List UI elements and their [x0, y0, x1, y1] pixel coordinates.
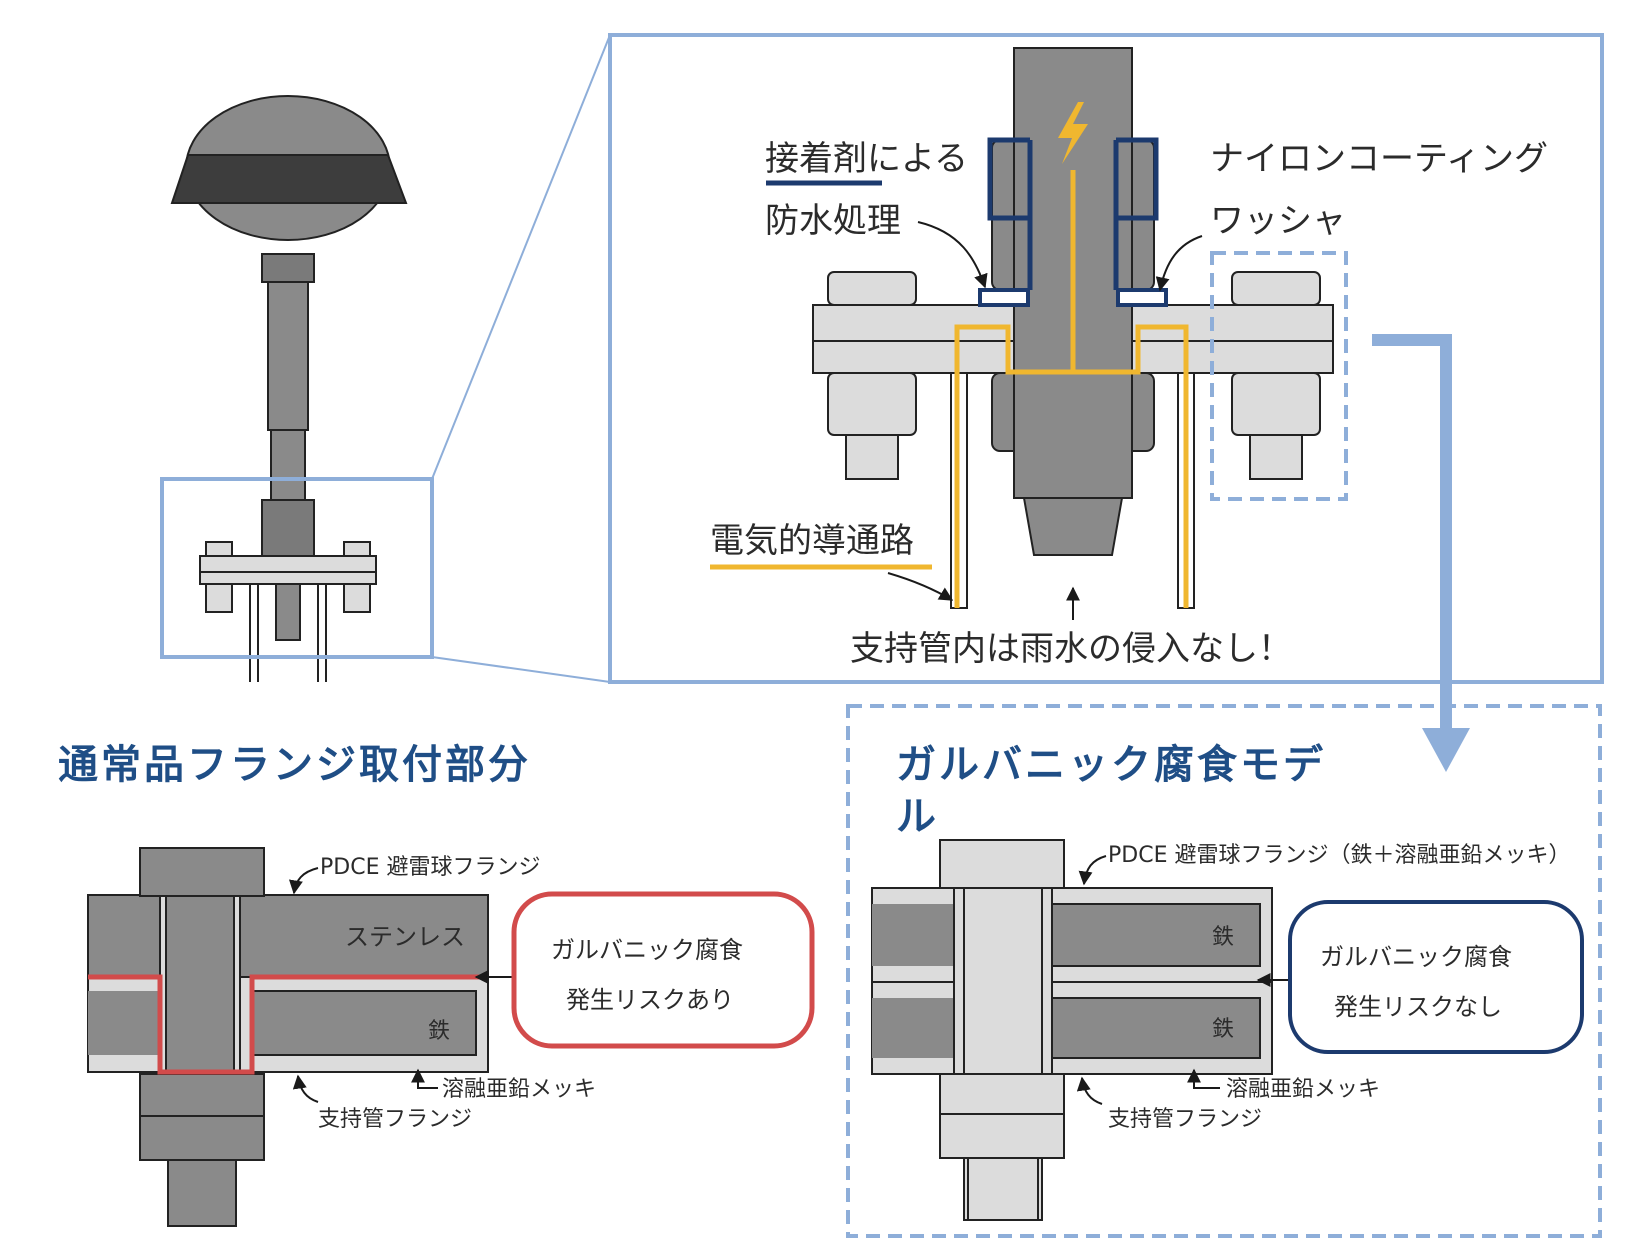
- nylon-label-line1: ナイロンコーティング: [1210, 139, 1548, 179]
- mini-flange-top: [199, 555, 377, 573]
- connector-arrow-head: [1422, 728, 1470, 772]
- galv-nut-bottom: [939, 1113, 1065, 1159]
- iron-core-left: [88, 991, 160, 1055]
- right-panel-title-line1: ガルバニック腐食モデ: [896, 742, 1326, 788]
- adhesive-leader-arrow: [917, 221, 988, 289]
- right-iron-top-label: 鉄: [1212, 925, 1234, 950]
- mini-nut-left: [205, 583, 233, 613]
- galv-nut-top: [939, 1073, 1065, 1115]
- mini-nut-right: [343, 583, 371, 613]
- left-support-flange-label: 支持管フランジ: [318, 1107, 472, 1132]
- nylon-label-line2: ワッシャ: [1210, 201, 1346, 241]
- right-support-flange-label: 支持管フランジ: [1108, 1107, 1262, 1132]
- right-bolt-head: [1231, 271, 1321, 306]
- lightning-rod-overview: [160, 34, 611, 683]
- iron-core-right: [251, 990, 477, 1056]
- right-galv-leader: [1187, 1068, 1220, 1089]
- galvanic-model-frame: [846, 704, 1602, 1238]
- left-bolt-end: [845, 434, 899, 480]
- rod-top-nut: [261, 253, 315, 283]
- adhesive-seal-right: [1116, 137, 1159, 221]
- left-iron-label: 鉄: [428, 1019, 450, 1044]
- sphere-band: [170, 154, 408, 204]
- left-panel-title: 通常品フランジ取付部分: [58, 742, 531, 788]
- mini-bolt-left: [205, 541, 233, 557]
- nylon-leader-arrow: [1155, 235, 1203, 292]
- right-bubble-line2: 発生リスクなし: [1334, 993, 1502, 1021]
- washer-highlight-frame: [1210, 251, 1348, 501]
- bolt-head: [139, 847, 265, 897]
- bolt-nut-bottom: [139, 1115, 265, 1161]
- zoom-source-frame: [160, 477, 434, 659]
- left-panel: 通常品フランジ取付部分 PDCE 避雷球フランジ ステンレス 鉄 ガルバニック腐…: [58, 742, 815, 1227]
- support-iron-left: [872, 998, 954, 1058]
- rod-mast: [267, 259, 309, 431]
- left-galv-label: 溶融亜鉛メッキ: [442, 1077, 596, 1102]
- zoom-line-bottom: [431, 656, 611, 683]
- detail-view: 接着剤による 防水処理 ナイロンコーティング ワッシャ 電気的導通路 支持管内は…: [608, 33, 1604, 684]
- connector-arrow-line: [1372, 334, 1452, 760]
- bolt-nut-top: [139, 1073, 265, 1117]
- mini-flange-bottom: [199, 571, 377, 585]
- left-nut: [827, 372, 917, 436]
- right-panel: ガルバニック腐食モデ ル PDCE 避雷球フランジ（鉄＋溶融亜鉛メッキ） 鉄 鉄…: [846, 704, 1602, 1238]
- galvanic-risk-boundary: [88, 974, 488, 1075]
- adhesive-seal-left: [987, 137, 1030, 221]
- right-pdce-leader: [1078, 855, 1107, 886]
- galvanic-safe-bubble: [1288, 900, 1584, 1054]
- right-panel-title-line2: ル: [896, 794, 939, 840]
- rod-lower-mast: [270, 429, 306, 501]
- right-support-leader: [1076, 1076, 1103, 1105]
- left-bubble-line2: 発生リスクあり: [566, 986, 734, 1014]
- right-iron-bottom-label: 鉄: [1212, 1017, 1234, 1042]
- left-pdce-leader: [289, 867, 319, 895]
- left-bubble-line1: ガルバニック腐食: [551, 936, 743, 964]
- adhesive-label-line2: 防水処理: [765, 201, 901, 241]
- left-galv-leader: [411, 1068, 438, 1089]
- left-bolt-head: [827, 271, 917, 306]
- no-rain-label: 支持管内は雨水の侵入なし！: [850, 629, 1292, 669]
- nylon-washer-right: [1116, 288, 1168, 307]
- right-nut: [1231, 372, 1321, 436]
- right-pdce-flange-label: PDCE 避雷球フランジ（鉄＋溶融亜鉛メッキ）: [1108, 843, 1570, 868]
- nylon-washer-left: [978, 288, 1030, 307]
- right-bubble-line1: ガルバニック腐食: [1320, 943, 1512, 971]
- conduction-leader-arrow: [887, 572, 954, 601]
- lightning-bolt-icon: [1058, 102, 1088, 164]
- right-galv-label: 溶融亜鉛メッキ: [1226, 1077, 1380, 1102]
- galv-bolt-head: [939, 839, 1065, 889]
- stainless-label: ステンレス: [345, 923, 465, 951]
- conduction-path-label: 電気的導通路: [710, 521, 914, 561]
- rod-lower-nut: [261, 499, 315, 561]
- pdce-iron-left: [872, 904, 954, 966]
- galvanic-risk-bubble: [511, 891, 815, 1049]
- left-pdce-flange-label: PDCE 避雷球フランジ: [320, 855, 540, 880]
- right-bolt-end: [1249, 434, 1303, 480]
- rod-point: [1022, 497, 1124, 556]
- left-support-leader: [292, 1074, 319, 1103]
- pdce-iron-right: [1051, 903, 1261, 967]
- zoom-line-top: [431, 34, 611, 480]
- bolt-end: [167, 1159, 237, 1227]
- mini-bolt-right: [343, 541, 371, 557]
- galv-bolt-end: [967, 1157, 1039, 1221]
- adhesive-label-line1: 接着剤による: [765, 139, 968, 179]
